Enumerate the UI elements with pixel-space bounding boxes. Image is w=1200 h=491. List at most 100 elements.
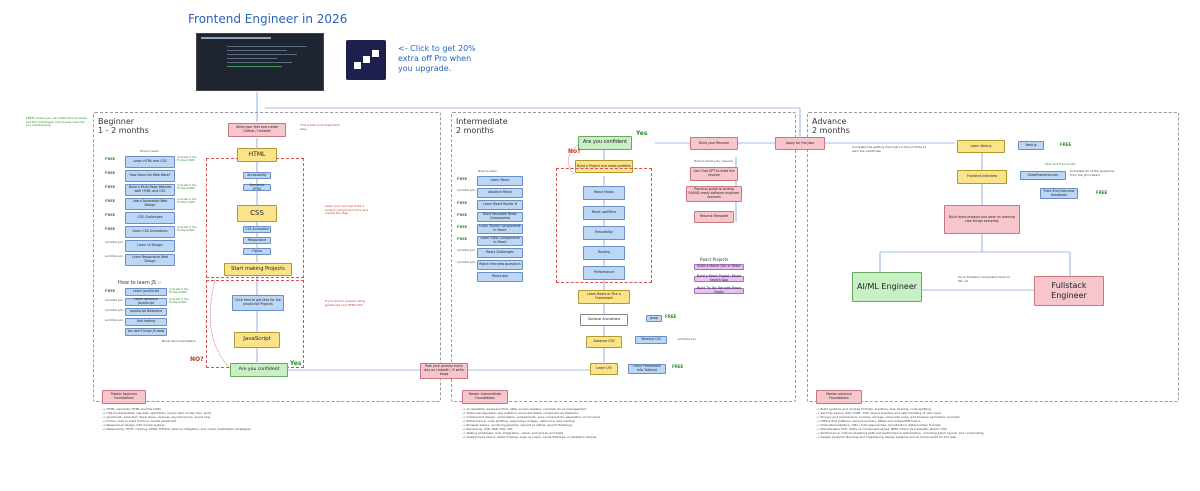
optional-animations-node[interactable]: Optional Animations	[580, 314, 628, 326]
beginner-section	[93, 112, 441, 402]
frontend-handbook-node[interactable]: Front End Interview Handbook	[1040, 188, 1078, 199]
tailwind-node[interactable]: Tailwind CSS	[635, 336, 667, 344]
write-first-node[interactable]: Write your first and create GitHub / Lin…	[228, 123, 286, 137]
semantic-node[interactable]: Semantic HTML	[243, 183, 271, 191]
list-item-button[interactable]: React.dev	[477, 272, 523, 282]
once-fullstack-note: Once Fullstack completed move to ML / AI	[958, 275, 1010, 283]
beginner-master-node[interactable]: Master beginner Foundations	[102, 390, 146, 404]
scrimba-logo[interactable]	[346, 40, 386, 80]
gsap-node[interactable]: gsap	[646, 315, 662, 322]
learn-ui-node[interactable]: Learn UI5	[590, 363, 618, 375]
nextjs-node[interactable]: Next.js	[1018, 141, 1044, 150]
int-confident-node[interactable]: Are you confident	[578, 136, 632, 150]
list-item-tag: FREE	[457, 213, 468, 217]
bullet-line: -> Build systems and module formats: bun…	[816, 407, 931, 411]
advance-css-node[interactable]: Advance CSS	[586, 336, 622, 348]
stack-node[interactable]: Build a React Project: Movie Search App	[694, 274, 744, 282]
frontend-interview-node[interactable]: Frontend Interview	[957, 170, 1007, 184]
list-item-button[interactable]: React interview questions	[477, 260, 523, 270]
build-resume-node[interactable]: Build your Resume	[690, 137, 738, 150]
great-frontend-node[interactable]: GreatFrontend.com	[1020, 171, 1066, 180]
javascript-node[interactable]: JavaScript	[234, 332, 280, 348]
css-animation-node[interactable]: CSS Animation	[243, 226, 271, 233]
list-item-button[interactable]: Learn Accessible Web Design	[125, 198, 175, 210]
build-more-node[interactable]: Build more projects and work on learning…	[944, 205, 1020, 234]
list-item-button[interactable]: Build a Multi-Page Website with HTML and…	[125, 184, 175, 196]
intermediate-master-node[interactable]: Master Intermediate Foundations	[462, 390, 508, 404]
css-node[interactable]: CSS	[237, 205, 277, 222]
promo-text[interactable]: <- Click to get 20% extra off Pro when y…	[398, 44, 476, 73]
practical-guide-node[interactable]: Practical guide to writing FAANG-ready s…	[686, 186, 742, 202]
stack-node[interactable]: React Hooks	[583, 186, 625, 200]
bullet-line: -> Performance: code splitting, responsi…	[462, 419, 575, 423]
learn-react-node[interactable]: Learn React or Pick a Framework	[578, 290, 630, 304]
list-item-button[interactable]: CSS Challenges	[125, 212, 175, 224]
responsive-node[interactable]: Responsive	[243, 237, 271, 244]
js-ideas-node[interactable]: Click here to get Idea for the JavaScrip…	[232, 295, 284, 311]
build-project-node[interactable]: Build a Project and make portfolio	[575, 160, 633, 173]
bullet-line: -> JavaScript: execution deep dives, clo…	[102, 415, 211, 419]
list-item-button[interactable]: Learn JavaScript	[125, 288, 167, 296]
yes-label: Yes	[290, 360, 302, 367]
important-note: This is the most important step	[300, 123, 340, 131]
list-item-button[interactable]: Learn HTML and CSS	[125, 156, 175, 168]
apply-jobs-node[interactable]: Apply for the jobs	[775, 137, 825, 150]
stack-node[interactable]: Build a Meme Gen in React	[694, 264, 744, 270]
list-item-button[interactable]: Learn Styled Components in React	[477, 224, 523, 234]
bullet-line: -> Testing strategies: unit, integration…	[462, 431, 564, 435]
list-item-tag: scrimba pro	[457, 260, 475, 264]
use-chat-node[interactable]: Use Chat GPT to build the resume	[690, 167, 738, 181]
are-you-confident-node[interactable]: Are you confident	[230, 363, 288, 377]
stack-node[interactable]: Build Tic Tac Toe with React Hooks	[694, 286, 744, 294]
resume-template-node[interactable]: Resume Template	[694, 211, 734, 223]
list-item-button[interactable]: You don't know JS book	[125, 328, 167, 336]
list-item-button[interactable]: Learn Class Components in React	[477, 236, 523, 246]
list-item-tag: scrimba pro	[105, 318, 123, 322]
start-projects-node[interactable]: Start making Projects	[224, 263, 292, 276]
list-item-tag: FREE	[457, 225, 468, 229]
paid-free-note: Paid and Free model	[1045, 162, 1076, 166]
stack-node[interactable]: React useEffect	[583, 206, 625, 220]
bullet-line: -> Networking: HTTP, caching, CDNs, HTTP…	[102, 427, 251, 431]
list-item-button[interactable]: How Does the Web Work?	[125, 170, 175, 182]
video-thumbnail[interactable]	[196, 33, 324, 91]
nextjs-free: FREE	[1060, 142, 1072, 147]
list-item-button[interactable]: Build Reusable React Components	[477, 212, 523, 222]
bullet-line: -> Forms: how to build forms in vanilla …	[102, 419, 177, 423]
fullstack-node[interactable]: Fullstack Engineer	[1034, 276, 1104, 306]
list-item-button[interactable]: Learn UI Design	[125, 240, 175, 252]
accessibility-node[interactable]: Accessibility	[243, 172, 271, 179]
list-item-button[interactable]: Learn React Router 6	[477, 200, 523, 210]
stack-node[interactable]: Performance	[583, 266, 625, 280]
advance-master-node[interactable]: Master advance Foundations	[816, 390, 862, 404]
ai-ml-node[interactable]: AI/ML Engineer	[852, 272, 922, 302]
list-item-button[interactable]: Learn CSS Animations	[125, 226, 175, 238]
list-item-button[interactable]: Learn Responsive Web Design	[125, 254, 175, 266]
list-item-button[interactable]: Unit testing	[125, 318, 167, 326]
list-item-button[interactable]: React Challenges	[477, 248, 523, 258]
post-journey-node[interactable]: Post your journey every day on LinkedIn …	[420, 363, 468, 379]
learn-next-node[interactable]: Learn Next.js	[957, 140, 1005, 153]
how-build-resume: How to build your resume	[694, 159, 733, 163]
list-item-tag: FREE	[105, 213, 116, 217]
how-to-learn-js-label: How to learn JS :-	[118, 280, 162, 286]
figma-node[interactable]: Figma	[243, 248, 271, 255]
list-item-button[interactable]: Advance React	[477, 188, 523, 198]
learn-framework-node[interactable]: Learn Framework into Tailwind	[628, 364, 666, 374]
stack-node[interactable]: Reusability	[583, 226, 625, 240]
list-item-tag: FREE	[105, 199, 116, 203]
list-item-button[interactable]: Learn React	[477, 176, 523, 186]
list-item-button[interactable]: JavaScript Deepdive	[125, 308, 167, 316]
bullet-line: -> CSS fundamentals: cascade, specificit…	[102, 411, 211, 415]
list-item-note: Included in the Frontend Path	[177, 198, 197, 204]
bullet-line: -> Responsive design, CSS media queries	[102, 423, 165, 427]
bullet-line: -> Design systems: Building and maintain…	[816, 435, 957, 439]
list-item-button[interactable]: Learn advance JavaScript	[125, 297, 167, 306]
html-node[interactable]: HTML	[237, 148, 277, 162]
stack-node[interactable]: Routing	[583, 246, 625, 260]
